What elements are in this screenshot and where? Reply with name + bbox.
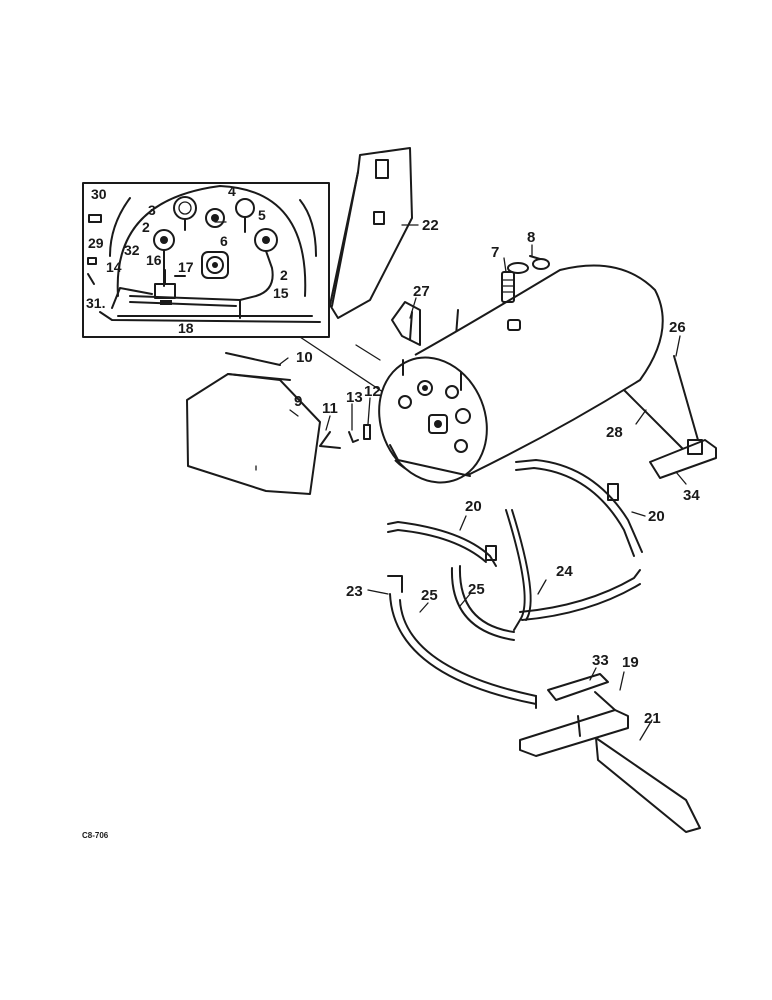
- inset-tank-arc: [116, 185, 307, 297]
- callout-14: 14: [106, 259, 122, 275]
- inset-base: [99, 311, 321, 323]
- fuel-line-15-lower: [129, 301, 237, 307]
- callout-28: 28: [606, 424, 623, 441]
- lp-tank: [378, 264, 664, 484]
- callout-21: 21: [644, 710, 661, 727]
- inset-tank-arc-right: [299, 199, 317, 257]
- gauge-3: [173, 196, 197, 231]
- rod-28: [623, 389, 685, 451]
- callout-8: 8: [527, 229, 535, 246]
- callout-2-right: 2: [280, 267, 288, 283]
- bar-10-lip: [227, 373, 291, 381]
- callout-10: 10: [296, 349, 313, 366]
- ring-24-arc-inner: [521, 583, 641, 621]
- callout-17: 17: [178, 259, 194, 275]
- ring-23: [387, 575, 403, 593]
- tank-base-plate: [389, 444, 471, 477]
- ring-25-inner-b: [458, 565, 515, 633]
- bracket-27: [391, 301, 421, 346]
- callout-18: 18: [178, 320, 194, 336]
- gauge-5: [235, 198, 255, 233]
- callout-20-mid: 20: [465, 498, 482, 515]
- callout-19: 19: [622, 654, 639, 671]
- callout-5: 5: [258, 207, 266, 223]
- clip-11: [319, 431, 341, 449]
- callout-9: 9: [294, 393, 302, 410]
- callout-2-left: 2: [142, 219, 150, 235]
- callout-3: 3: [148, 202, 156, 218]
- inset-frame: [82, 182, 330, 338]
- spring-12: [363, 424, 371, 440]
- mount-34: [649, 439, 717, 479]
- callout-29: 29: [88, 235, 104, 251]
- ring-24-arc: [519, 569, 641, 613]
- rod-26: [673, 355, 699, 441]
- inset-tank-arc-left: [109, 197, 131, 257]
- callout-31: 31.: [86, 295, 105, 311]
- callout-13: 13: [346, 389, 363, 406]
- band-20-mid-inner: [387, 529, 487, 563]
- callout-23: 23: [346, 583, 363, 600]
- callout-16: 16: [146, 252, 162, 268]
- callout-25-right: 25: [468, 581, 485, 598]
- bar-10: [225, 352, 281, 366]
- ring-8: [507, 255, 550, 274]
- shield-9: [186, 373, 321, 495]
- callout-numbers: 30 29 31. 32 14 16 17 18 15 3 4 5 2 6 2 …: [86, 183, 700, 727]
- callout-30: 30: [91, 186, 107, 202]
- ring-24-outer: [511, 509, 532, 621]
- callout-leaders: [214, 221, 687, 741]
- fuel-line-15: [129, 295, 241, 319]
- callout-26: 26: [669, 319, 686, 336]
- callout-11: 11: [322, 400, 338, 417]
- ring-25-inner: [450, 567, 515, 641]
- panel-22: [329, 147, 413, 319]
- callout-15: 15: [273, 285, 289, 301]
- channel-33: [547, 673, 609, 701]
- hose-32: [111, 287, 153, 309]
- fill-boss: [507, 319, 521, 331]
- callout-4: 4: [228, 183, 236, 199]
- diagram-code: C8-706: [82, 831, 109, 840]
- ring-24: [505, 509, 526, 631]
- leg-21: [595, 737, 701, 833]
- tank-gauge-plate: [428, 414, 448, 434]
- part-31: [87, 273, 95, 285]
- callout-33: 33: [592, 652, 609, 669]
- valve-4: [205, 208, 225, 228]
- inset-detail: [82, 182, 330, 338]
- callout-22: 22: [422, 217, 439, 234]
- fitting-16-17-18: [154, 269, 186, 305]
- tank-fitting-d: [455, 408, 471, 424]
- callout-32: 32: [124, 242, 140, 258]
- frame-19: [519, 691, 629, 757]
- ring-25-outer-b: [399, 599, 537, 697]
- callout-34: 34: [683, 487, 700, 504]
- band-20-right-inner: [515, 467, 635, 557]
- gauge-6: [201, 251, 229, 279]
- part-29: [87, 257, 97, 265]
- valve-7: [501, 271, 515, 303]
- callout-7: 7: [491, 244, 499, 261]
- valve-2-left: [153, 229, 175, 287]
- callout-12: 12: [364, 383, 381, 400]
- tank-fitting-b: [417, 380, 433, 396]
- callout-25-left: 25: [421, 587, 438, 604]
- callout-20-right: 20: [648, 508, 665, 525]
- tank-fitting-c: [445, 385, 459, 399]
- callout-6: 6: [220, 233, 228, 249]
- valve-2-right: [239, 228, 278, 301]
- tank-fitting-a: [398, 395, 412, 409]
- callout-24: 24: [556, 563, 573, 580]
- band-20-mid: [387, 521, 497, 567]
- ring-25-outer: [389, 593, 537, 705]
- clip-13: [348, 431, 359, 443]
- tank-fitting-e: [454, 439, 468, 453]
- part-30: [88, 214, 102, 223]
- band-20-right: [515, 459, 643, 553]
- callout-27: 27: [413, 283, 430, 300]
- inset-leader: [299, 336, 393, 399]
